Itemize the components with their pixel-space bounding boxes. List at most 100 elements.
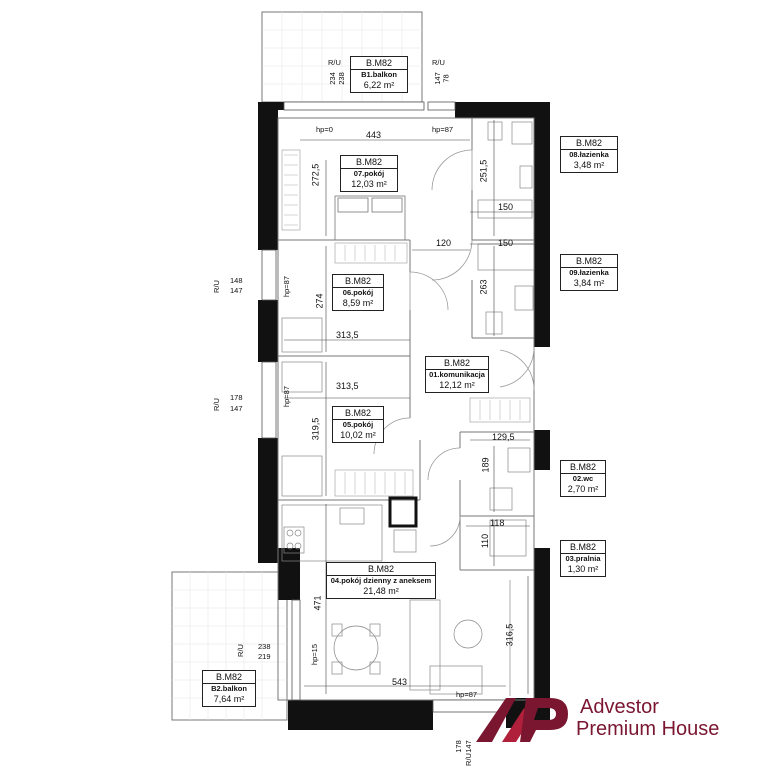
room-label-06-pokoj: B.M82 06.pokój 8,59 m² <box>332 274 384 312</box>
room-name: 08.łazienka <box>569 150 609 160</box>
ru-label: R/U <box>211 398 221 411</box>
room-name: 02.wc <box>572 474 594 484</box>
hp-15: hp=15 <box>310 643 320 666</box>
exterior-walls <box>258 102 550 730</box>
dim-543: 543 <box>392 677 408 687</box>
ru-label: R/U <box>235 644 245 657</box>
room-label-09-lazienka: B.M82 09.łazienka 3,84 m² <box>560 254 618 292</box>
dim-313-5-b: 313,5 <box>336 381 359 391</box>
room-name: 01.komunikacja <box>429 370 485 380</box>
hp-87-window-1: hp=87 <box>282 275 292 298</box>
room-label-b1-balkon: B.M82 B1.balkon 6,22 m² <box>350 56 408 94</box>
room-label-07-pokoj: B.M82 07.pokój 12,03 m² <box>340 155 398 193</box>
room-label-b2-balkon: B.M82 B2.balkon 7,64 m² <box>202 670 256 708</box>
room-code: B.M82 <box>333 407 383 421</box>
dim-274: 274 <box>314 293 325 309</box>
windows <box>261 101 507 713</box>
hp-87-top: hp=87 <box>432 125 454 134</box>
room-name: 06.pokój <box>342 288 374 298</box>
room-code: B.M82 <box>561 137 617 151</box>
room-code: B.M82 <box>561 541 605 555</box>
advestor-mark-icon <box>476 698 568 742</box>
room-name: 03.pralnia <box>565 554 601 564</box>
window-height: 78 <box>441 74 451 83</box>
room-area: 7,64 m² <box>213 693 245 704</box>
ru-label: R/U <box>432 58 445 67</box>
room-code: B.M82 <box>327 563 435 577</box>
room-area: 1,30 m² <box>567 563 599 574</box>
interior-walls <box>277 117 535 701</box>
room-code: B.M82 <box>341 156 397 170</box>
window-height: 238 <box>336 72 346 85</box>
desks <box>281 317 323 497</box>
dim-120: 120 <box>436 238 452 248</box>
room-label-05-pokoj: B.M82 05.pokój 10,02 m² <box>332 406 384 444</box>
wardrobes <box>281 149 531 497</box>
dim-319-5: 319,5 <box>310 417 321 441</box>
dim-150-b: 150 <box>498 238 514 248</box>
window-width: 238 <box>258 642 271 651</box>
dim-471: 471 <box>312 595 323 611</box>
dim-150-a: 150 <box>498 202 514 212</box>
dim-118: 118 <box>490 518 505 528</box>
window-width: 148 <box>230 276 243 285</box>
door-swings <box>373 149 535 547</box>
dim-251-5: 251,5 <box>478 159 489 183</box>
ru-label: R/U <box>463 753 473 766</box>
room-code: B.M82 <box>561 461 605 475</box>
window-width: 178 <box>453 740 463 753</box>
ru-label: R/U <box>211 280 221 293</box>
room-area: 12,12 m² <box>439 379 475 390</box>
room-name: 05.pokój <box>342 420 374 430</box>
window-height: 219 <box>258 652 271 661</box>
room-code: B.M82 <box>561 255 617 269</box>
room-area: 3,48 m² <box>573 159 605 170</box>
room-name: 07.pokój <box>353 169 385 179</box>
room-area: 10,02 m² <box>340 429 376 440</box>
living-furniture <box>331 580 511 696</box>
window-width: 178 <box>230 393 243 402</box>
room-area: 8,59 m² <box>342 297 374 308</box>
room-code: B.M82 <box>426 357 488 371</box>
room-name: 04.pokój dzienny z aneksem <box>330 576 432 586</box>
dim-443: 443 <box>366 130 382 140</box>
window-width: 234 <box>327 72 337 85</box>
window-width: 147 <box>432 72 442 85</box>
room-label-04-pokoj-dzienny: B.M82 04.pokój dzienny z aneksem 21,48 m… <box>326 562 436 600</box>
window-height: 147 <box>230 404 243 413</box>
room-code: B.M82 <box>351 57 407 71</box>
room-code: B.M82 <box>333 275 383 289</box>
room-name: B1.balkon <box>361 70 397 80</box>
dim-313-5-a: 313,5 <box>336 330 359 340</box>
room-area: 6,22 m² <box>363 79 395 90</box>
bathroom-fixtures <box>477 121 535 557</box>
room-label-03-pralnia: B.M82 03.pralnia 1,30 m² <box>560 540 606 578</box>
window-height: 147 <box>230 286 243 295</box>
brand-name-line-2: Premium House <box>576 718 720 740</box>
room-area: 2,70 m² <box>567 483 599 494</box>
room-code: B.M82 <box>203 671 255 685</box>
brand-name-line-1: Advestor <box>580 696 659 718</box>
brand-logo: Advestor Premium House <box>472 690 762 750</box>
bed-07 <box>334 195 406 241</box>
dim-263: 263 <box>478 279 489 295</box>
kitchen <box>281 496 418 562</box>
dim-110: 110 <box>480 533 491 549</box>
dim-316-5: 316,5 <box>504 623 515 647</box>
room-name: B2.balkon <box>211 684 247 694</box>
room-area: 21,48 m² <box>363 585 399 596</box>
room-name: 09.łazienka <box>569 268 609 278</box>
dim-129-5: 129,5 <box>492 432 515 442</box>
room-area: 3,84 m² <box>573 277 605 288</box>
ru-label: R/U <box>328 58 341 67</box>
dim-272-5: 272,5 <box>310 163 321 187</box>
room-label-01-komunikacja: B.M82 01.komunikacja 12,12 m² <box>425 356 489 394</box>
room-area: 12,03 m² <box>351 178 387 189</box>
room-label-08-lazienka: B.M82 08.łazienka 3,48 m² <box>560 136 618 174</box>
hp-0: hp=0 <box>316 125 333 134</box>
hp-87-window-2: hp=87 <box>282 385 292 408</box>
hp-87-bottom: hp=87 <box>456 690 478 699</box>
dim-189: 189 <box>480 457 491 473</box>
room-label-02-wc: B.M82 02.wc 2,70 m² <box>560 460 606 498</box>
